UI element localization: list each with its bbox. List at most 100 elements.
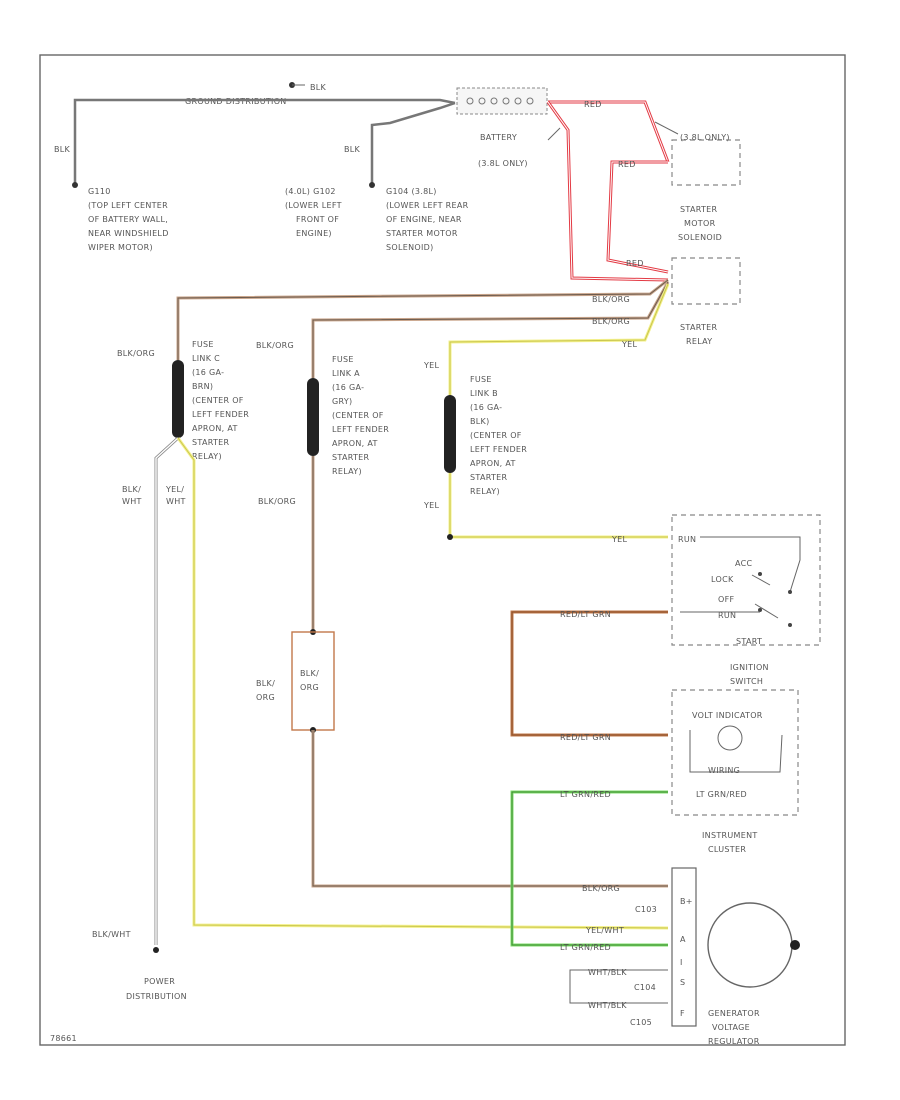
svg-text:DISTRIBUTION: DISTRIBUTION bbox=[126, 992, 187, 1001]
svg-text:ORG: ORG bbox=[256, 693, 275, 702]
blkorg-label-1: BLK/ORG bbox=[592, 295, 630, 304]
svg-text:LEFT FENDER: LEFT FENDER bbox=[192, 410, 249, 419]
c105-label: C105 bbox=[630, 1018, 652, 1027]
ground-distribution-group: BLK GROUND DISTRIBUTION BLK BLK G110 (TO… bbox=[54, 82, 469, 252]
ground-g104-note: G104 (3.8L) (LOWER LEFT REAR OF ENGINE, … bbox=[386, 187, 469, 252]
svg-text:(LOWER LEFT: (LOWER LEFT bbox=[285, 201, 342, 210]
battery-body bbox=[456, 87, 548, 115]
svg-text:SWITCH: SWITCH bbox=[730, 677, 763, 686]
svg-text:BLK/: BLK/ bbox=[300, 669, 319, 678]
red-label-3: RED bbox=[626, 259, 644, 268]
ground-g110-note: G110 (TOP LEFT CENTER OF BATTERY WALL, N… bbox=[88, 187, 168, 252]
page-id: 78661 bbox=[50, 1034, 77, 1043]
ground-wire-left bbox=[73, 98, 456, 185]
generator-body bbox=[707, 902, 793, 988]
instrument-cluster: VOLT INDICATOR WIRING LT GRN/RED INSTRUM… bbox=[671, 689, 799, 854]
svg-text:(CENTER OF: (CENTER OF bbox=[332, 411, 384, 420]
svg-text:FUSE: FUSE bbox=[192, 340, 214, 349]
svg-text:G110: G110 bbox=[88, 187, 111, 196]
svg-text:LINK B: LINK B bbox=[470, 389, 498, 398]
svg-text:FUSE: FUSE bbox=[470, 375, 492, 384]
svg-text:STARTER: STARTER bbox=[332, 453, 370, 462]
fuse-link-c-note: FUSE LINK C (16 GA- BRN) (CENTER OF LEFT… bbox=[192, 340, 249, 461]
ign-lock-label: LOCK bbox=[711, 575, 734, 584]
starter-relay: STARTER RELAY bbox=[671, 257, 741, 346]
c103-label: C103 bbox=[635, 905, 657, 914]
svg-text:WIPER MOTOR): WIPER MOTOR) bbox=[88, 243, 153, 252]
battery-note: (3.8L ONLY) bbox=[478, 159, 528, 168]
battery-red-wires: RED RED RED bbox=[546, 100, 670, 282]
svg-text:F: F bbox=[680, 1009, 685, 1018]
svg-text:CLUSTER: CLUSTER bbox=[708, 845, 746, 854]
svg-text:(16 GA-: (16 GA- bbox=[332, 383, 364, 392]
svg-text:BLK): BLK) bbox=[470, 417, 490, 426]
svg-text:(LOWER LEFT REAR: (LOWER LEFT REAR bbox=[386, 201, 469, 210]
blkorg-label-mid-bottom: BLK/ORG bbox=[258, 497, 296, 506]
red-lt-grn-wires: RED/LT GRN RED/LT GRN bbox=[510, 610, 668, 742]
ign-run2-label: RUN bbox=[718, 611, 736, 620]
ground-wire-mid bbox=[370, 101, 456, 185]
red-lt-grn-label-1: RED/LT GRN bbox=[560, 610, 611, 619]
blk-label-mid: BLK bbox=[344, 145, 361, 154]
svg-text:ENGINE): ENGINE) bbox=[296, 229, 332, 238]
battery-label: BATTERY bbox=[480, 133, 517, 142]
wht-blk-label-2: WHT/BLK bbox=[588, 1001, 627, 1010]
fuse-link-b: YEL FUSE LINK B (16 GA- BLK) (CENTER OF … bbox=[423, 361, 668, 544]
c104-label: C104 bbox=[634, 983, 656, 992]
ign-off-label: OFF bbox=[718, 595, 734, 604]
ground-point-left bbox=[72, 182, 78, 188]
svg-text:LINK C: LINK C bbox=[192, 354, 220, 363]
power-distribution: BLK/WHT POWER DISTRIBUTION bbox=[92, 930, 187, 1001]
svg-text:REGULATOR: REGULATOR bbox=[708, 1037, 760, 1046]
blkorg-label-2: BLK/ORG bbox=[592, 317, 630, 326]
blk-org-connector-box bbox=[291, 631, 335, 731]
svg-text:SOLENOID: SOLENOID bbox=[678, 233, 722, 242]
engine-note: (3.8L ONLY) bbox=[680, 133, 730, 142]
svg-text:(4.0L) G102: (4.0L) G102 bbox=[285, 187, 336, 196]
svg-text:STARTER MOTOR: STARTER MOTOR bbox=[386, 229, 458, 238]
svg-text:WHT: WHT bbox=[122, 497, 142, 506]
red-label-1: RED bbox=[584, 100, 602, 109]
svg-text:RELAY): RELAY) bbox=[332, 467, 362, 476]
svg-text:RELAY): RELAY) bbox=[470, 487, 500, 496]
svg-text:LT GRN/RED: LT GRN/RED bbox=[696, 790, 747, 799]
generator-connector bbox=[671, 867, 697, 1027]
red-lt-grn-label-2: RED/LT GRN bbox=[560, 733, 611, 742]
ign-acc-label: ACC bbox=[735, 559, 753, 568]
wht-blk-label-1: WHT/BLK bbox=[588, 968, 627, 977]
fuse-link-c: BLK/ORG FUSE LINK C (16 GA- BRN) (CENTER… bbox=[117, 340, 669, 945]
ignition-switch: RUN ACC LOCK OFF RUN START IGNITION SWIT… bbox=[671, 514, 821, 686]
svg-text:BLK/: BLK/ bbox=[122, 485, 141, 494]
svg-text:RELAY): RELAY) bbox=[192, 452, 222, 461]
svg-text:GENERATOR: GENERATOR bbox=[708, 1009, 760, 1018]
volt-indicator-label: VOLT INDICATOR bbox=[692, 711, 763, 720]
svg-text:B+: B+ bbox=[680, 897, 693, 906]
svg-text:(CENTER OF: (CENTER OF bbox=[470, 431, 522, 440]
blkorg-label-bottom: BLK/ORG bbox=[582, 884, 620, 893]
ign-run-label: RUN bbox=[678, 535, 696, 544]
svg-text:WHT: WHT bbox=[166, 497, 186, 506]
svg-text:LEFT FENDER: LEFT FENDER bbox=[470, 445, 527, 454]
svg-text:APRON, AT: APRON, AT bbox=[470, 459, 516, 468]
fuse-link-b-note: FUSE LINK B (16 GA- BLK) (CENTER OF LEFT… bbox=[470, 375, 527, 496]
svg-text:(CENTER OF: (CENTER OF bbox=[192, 396, 244, 405]
fuse-link-a-note: FUSE LINK A (16 GA- GRY) (CENTER OF LEFT… bbox=[332, 355, 389, 476]
svg-text:APRON, AT: APRON, AT bbox=[192, 424, 238, 433]
ign-start-label: START bbox=[736, 637, 762, 646]
svg-text:(16 GA-: (16 GA- bbox=[470, 403, 502, 412]
svg-text:LEFT FENDER: LEFT FENDER bbox=[332, 425, 389, 434]
blk-label-top: BLK bbox=[310, 83, 327, 92]
svg-text:ORG: ORG bbox=[300, 683, 319, 692]
svg-text:OF BATTERY WALL,: OF BATTERY WALL, bbox=[88, 215, 168, 224]
diagram-frame bbox=[39, 54, 846, 1046]
svg-text:FUSE: FUSE bbox=[332, 355, 354, 364]
relay-feed-wires: BLK/ORG BLK/ORG YEL bbox=[176, 278, 670, 395]
yel-wht-label-2: YEL/WHT bbox=[585, 926, 624, 935]
svg-text:STARTER: STARTER bbox=[680, 323, 718, 332]
svg-text:VOLTAGE: VOLTAGE bbox=[712, 1023, 750, 1032]
svg-text:(16 GA-: (16 GA- bbox=[192, 368, 224, 377]
blkorg-label-left: BLK/ORG bbox=[117, 349, 155, 358]
yel-relay-label: YEL bbox=[621, 340, 638, 349]
ground-g102-note: (4.0L) G102 (LOWER LEFT FRONT OF ENGINE) bbox=[285, 187, 342, 238]
